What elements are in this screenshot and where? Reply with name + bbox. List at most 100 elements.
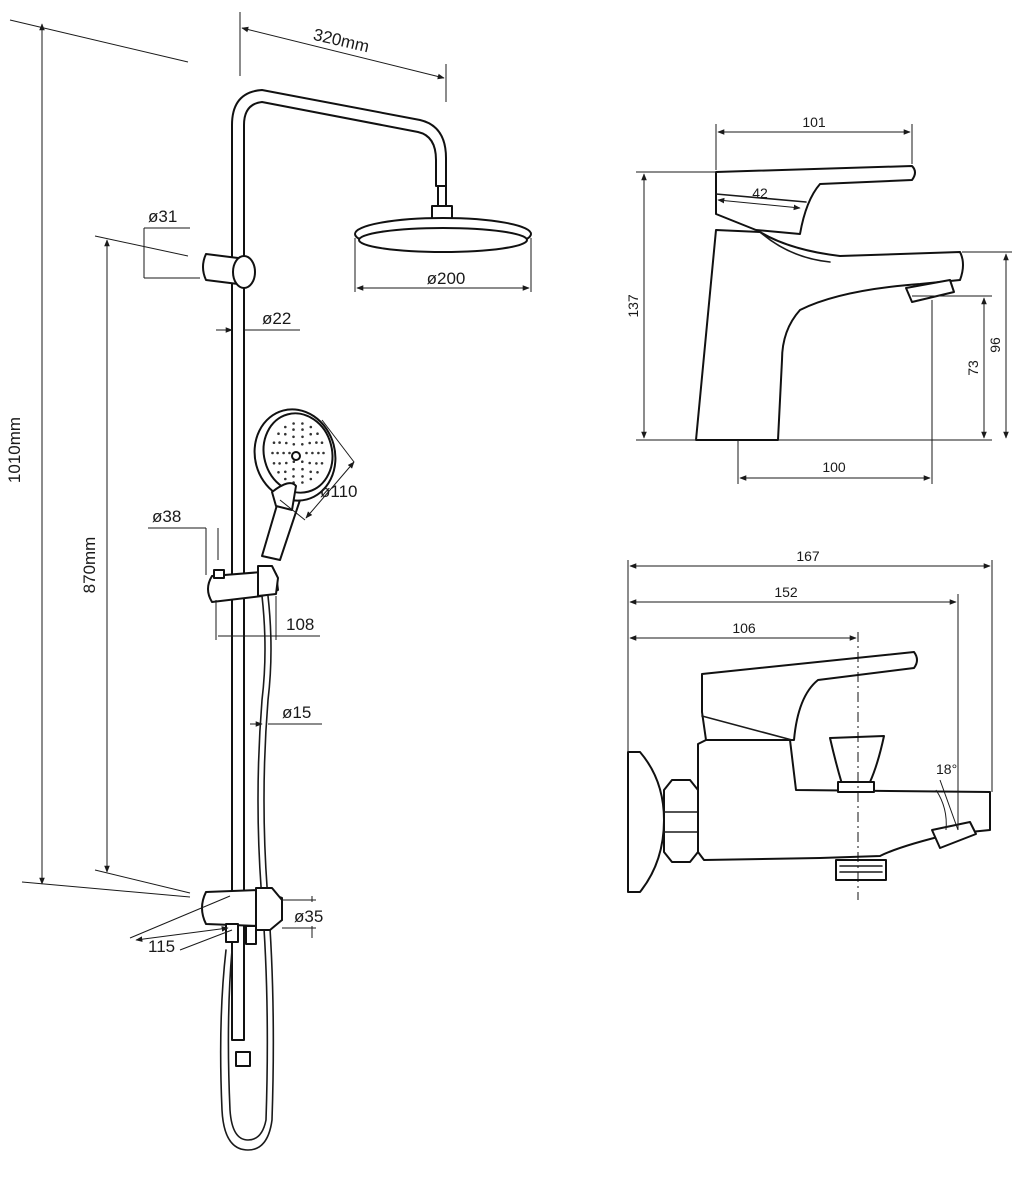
dimension-head-diameter: ø200 (354, 238, 532, 292)
shower-hose (227, 595, 269, 1141)
nozzle-dot (292, 435, 295, 439)
nozzle-dot (271, 451, 274, 455)
head-shower (354, 217, 532, 253)
nozzle-dot (292, 475, 295, 478)
nozzle-dot (292, 428, 295, 431)
nozzle-dot (309, 432, 313, 436)
shower-system-drawing: 1010mm 870mm 320mm ø (5, 12, 532, 1151)
label-bath-overall-length: 167 (796, 548, 820, 564)
label-basin-reach: 100 (822, 459, 846, 475)
nozzle-dot (315, 441, 318, 444)
label-bottom-offset: 115 (148, 937, 175, 956)
label-rail-diameter: ø22 (262, 309, 291, 328)
nozzle-dot (320, 441, 324, 445)
nozzle-dot (284, 477, 287, 481)
nozzle-dot (322, 451, 325, 455)
nozzle-dot (284, 425, 287, 429)
dimension-slider-offset: 108 (215, 596, 320, 640)
label-total-height: 1010mm (5, 417, 24, 483)
slider-holder (207, 565, 279, 603)
dimension-bottom-bracket-diameter: ø35 (282, 896, 323, 938)
label-arm-reach: 320mm (311, 25, 371, 56)
dimension-hose-diameter: ø15 (250, 703, 322, 727)
label-bracket-diameter: ø31 (148, 207, 177, 226)
nozzle-dot (301, 428, 304, 431)
nozzle-dot (272, 441, 276, 445)
basin-mixer-body (695, 229, 964, 441)
nozzle-dot (309, 470, 313, 474)
nozzle-dot (292, 460, 296, 464)
label-bath-axis-length: 106 (732, 620, 756, 636)
top-wall-bracket (202, 253, 256, 289)
nozzle-dot (311, 451, 314, 455)
label-head-diameter: ø200 (427, 269, 466, 288)
bath-mixer-handle (701, 651, 918, 741)
nozzle-dot (284, 432, 287, 436)
basin-mixer-drawing: 101 42 137 100 73 96 (625, 114, 1012, 484)
nozzle-dot (292, 467, 295, 471)
nozzle-dot (301, 481, 304, 484)
label-basin-height: 137 (625, 294, 641, 318)
nozzle-dot (278, 462, 281, 465)
label-hand-diameter: ø110 (320, 482, 358, 501)
nozzle-dot (278, 441, 281, 444)
bath-mixer-diverter (829, 735, 885, 785)
dimension-total-height: 1010mm (5, 19, 191, 898)
nozzle-dot (285, 461, 288, 465)
dimension-hand-diameter: ø110 (279, 419, 358, 521)
dimension-bottom-offset: 115 (129, 895, 233, 956)
nozzle-dot (317, 451, 320, 455)
basin-mixer-handle (715, 165, 916, 235)
nozzle-dot (301, 422, 304, 425)
label-rail-height: 870mm (80, 537, 99, 594)
nozzle-dot (276, 451, 279, 455)
bath-mixer-body (697, 739, 991, 861)
dimension-bracket-diameter: ø31 (143, 207, 200, 279)
bath-mixer-hex-nut (663, 779, 699, 863)
nozzle-dot (308, 441, 312, 445)
label-hose-diameter: ø15 (282, 703, 311, 722)
nozzle-dot (316, 471, 319, 474)
dimension-slider-diameter: ø38 (148, 507, 219, 575)
hose-connector (235, 1051, 251, 1067)
shower-rail (231, 89, 447, 1041)
nozzle-dot (277, 432, 280, 436)
dimension-rail-height: 870mm (80, 235, 191, 894)
dimension-arm-reach: 320mm (239, 12, 447, 102)
nozzle-dot (308, 461, 312, 465)
label-basin-top-height: 96 (987, 337, 1003, 353)
nozzle-dot (277, 471, 280, 474)
label-basin-top-width: 101 (802, 114, 826, 130)
label-basin-outlet-height: 73 (965, 360, 981, 376)
nozzle-dot (288, 451, 291, 455)
label-bath-spout-angle: 18° (936, 761, 957, 777)
bath-mixer-bottom-outlet (835, 859, 887, 881)
label-bottom-bracket-diameter: ø35 (294, 907, 323, 926)
nozzle-dot (315, 462, 318, 465)
nozzle-dot (301, 460, 304, 464)
nozzle-dot (301, 443, 304, 446)
nozzle-dot (320, 462, 324, 465)
bath-mixer-drawing: 167 152 106 18° (627, 548, 993, 900)
nozzle-dot (272, 462, 276, 465)
label-basin-handle-length: 42 (752, 185, 768, 201)
nozzle-dot (282, 451, 285, 455)
nozzle-dot (301, 467, 304, 471)
nozzle-dot (292, 422, 295, 425)
bath-mixer-spout-tip (931, 821, 977, 849)
nozzle-dot (285, 441, 288, 445)
nozzle-dot (301, 435, 304, 439)
nozzle-dot (284, 470, 287, 474)
label-slider-diameter: ø38 (152, 507, 181, 526)
nozzle-dot (309, 425, 313, 429)
hand-shower (253, 408, 337, 561)
dimension-rail-diameter: ø22 (216, 309, 300, 333)
bath-mixer-wall-flange (627, 751, 665, 893)
nozzle-dot (309, 477, 313, 481)
label-bath-spout-length: 152 (774, 584, 798, 600)
nozzle-dot (316, 432, 319, 436)
nozzle-dot (305, 451, 308, 455)
nozzle-dot (292, 443, 296, 446)
label-slider-offset: 108 (286, 615, 314, 634)
